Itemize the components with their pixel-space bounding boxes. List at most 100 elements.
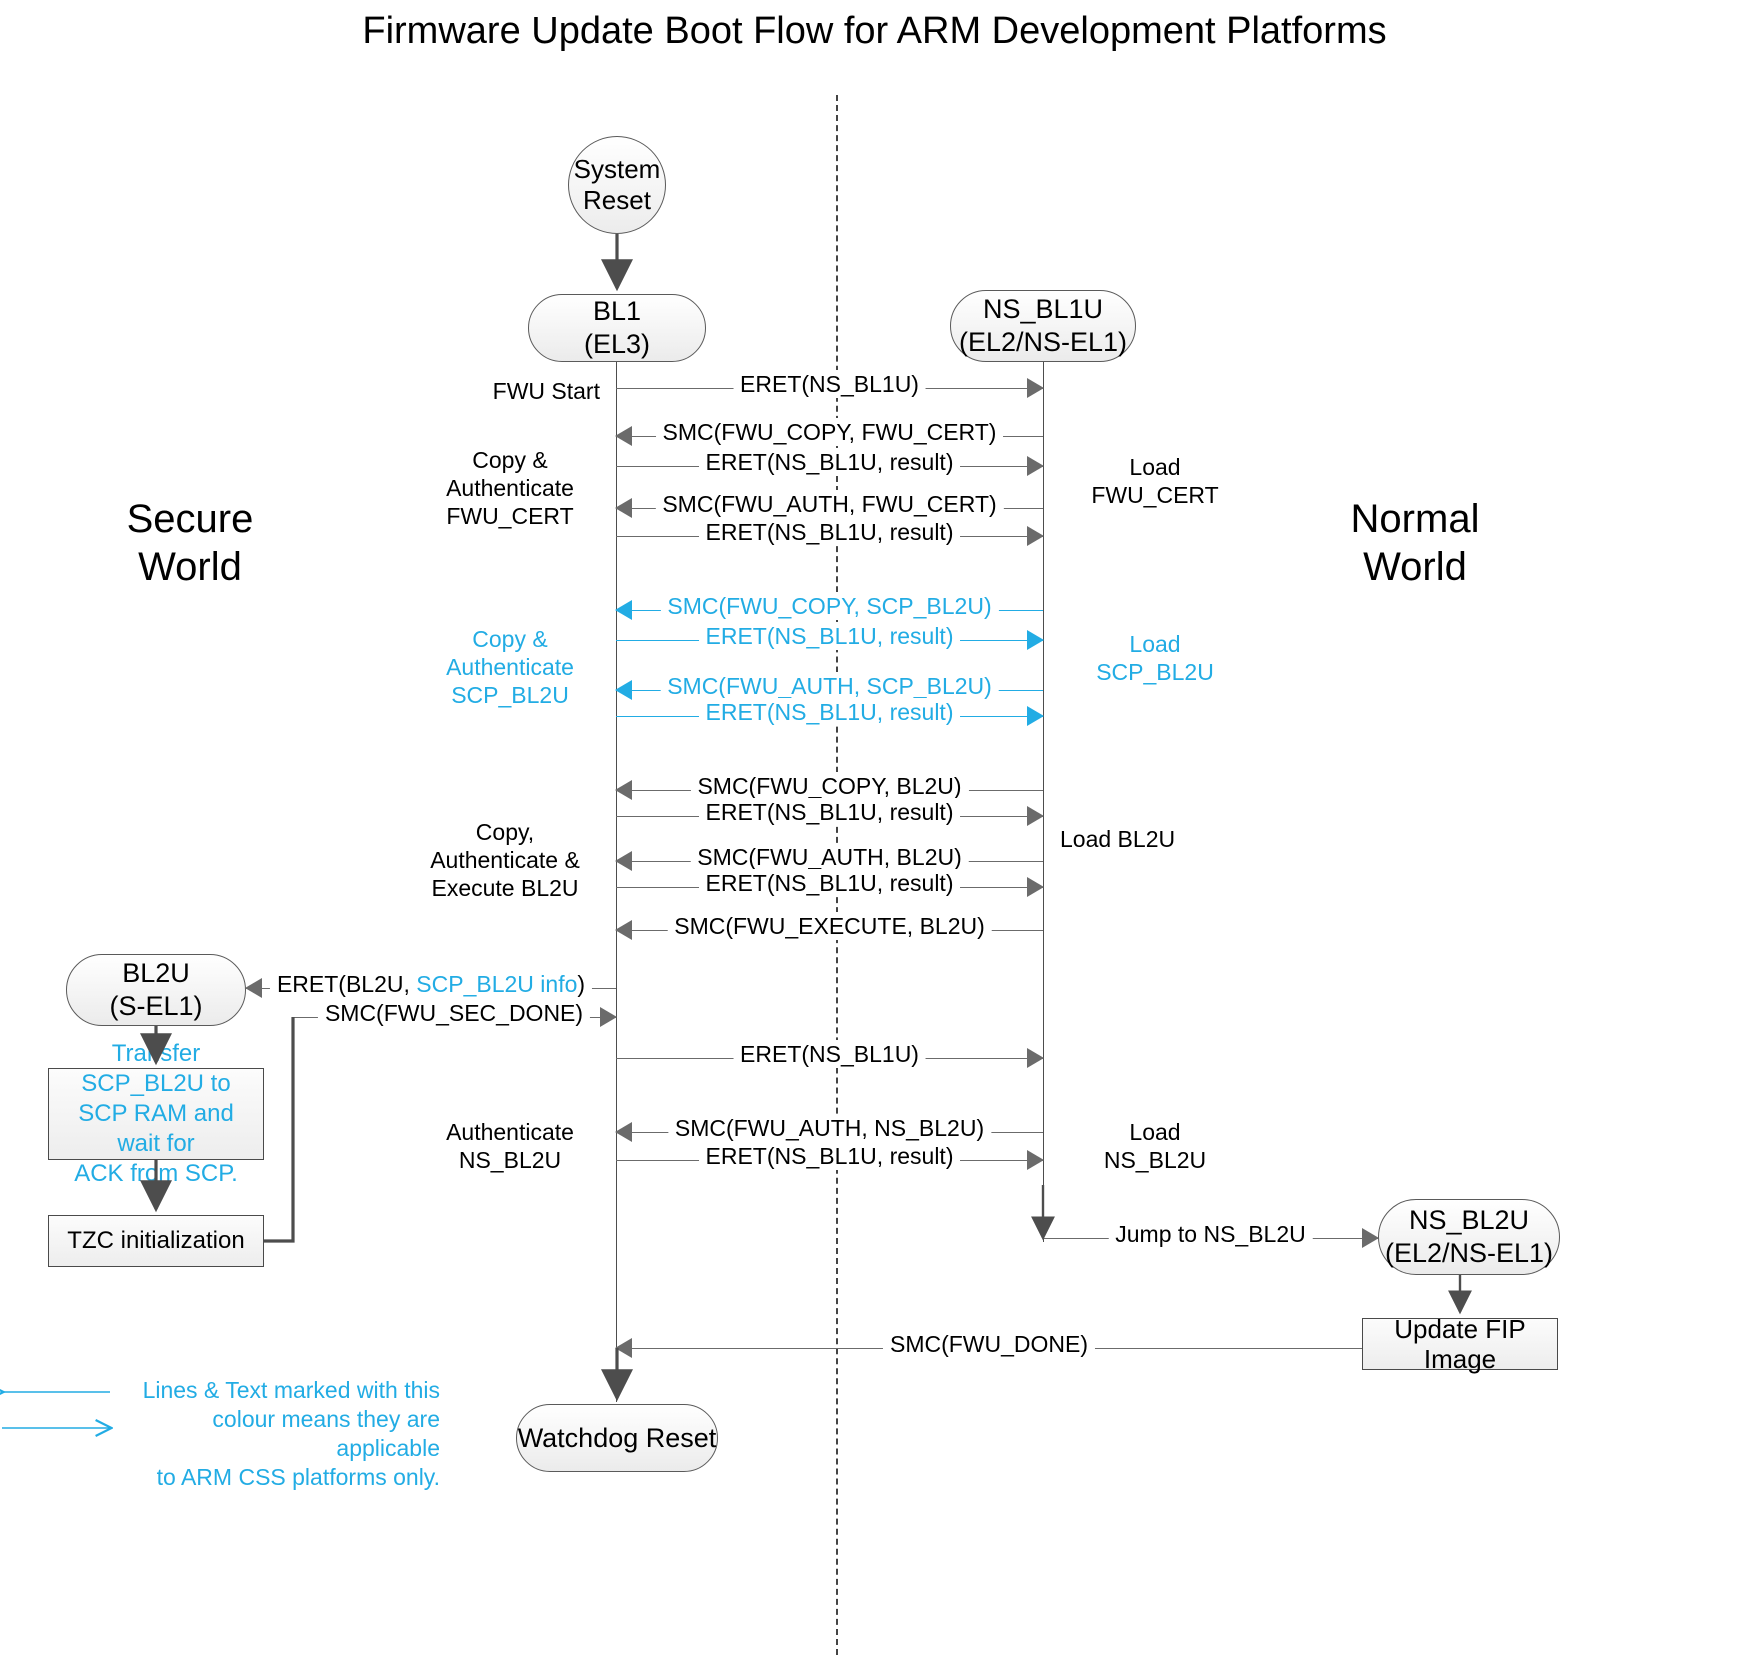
arrow-left-icon bbox=[615, 600, 632, 620]
tzc-label: TZC initialization bbox=[67, 1227, 245, 1254]
box-tzc-initialization: TZC initialization bbox=[48, 1215, 264, 1267]
edge-tzc-to-sec-done bbox=[264, 1017, 295, 1243]
copy-auth-cert-line1: Copy & bbox=[472, 447, 548, 473]
side-label-load-ns-bl2u: Load NS_BL2U bbox=[1060, 1118, 1250, 1174]
arrow-left-icon bbox=[615, 498, 632, 518]
bl2u-line2: (S-EL1) bbox=[109, 991, 203, 1021]
update-fip-label: Update FIP Image bbox=[1394, 1314, 1526, 1374]
node-bl2u[interactable]: BL2U (S-EL1) bbox=[66, 954, 246, 1026]
bl1-line2: (EL3) bbox=[583, 329, 651, 359]
legend-line2: colour means they are applicable bbox=[212, 1406, 440, 1461]
message-label: SMC(FWU_COPY, FWU_CERT) bbox=[655, 418, 1004, 446]
normal-world-line1: Normal bbox=[1350, 497, 1480, 541]
arrow-left-icon bbox=[615, 780, 632, 800]
side-label-copy-auth-fwu-cert: Copy & Authenticate FWU_CERT bbox=[420, 446, 600, 530]
arrow-right-icon bbox=[1027, 1150, 1044, 1170]
copy-auth-cert-line3: FWU_CERT bbox=[446, 503, 574, 529]
copy-auth-scp-line2: Authenticate bbox=[446, 654, 574, 680]
arrow-left-icon bbox=[615, 920, 632, 940]
ns-bl1u-lifeline bbox=[1043, 362, 1044, 1242]
fwu-start-text: FWU Start bbox=[492, 378, 600, 404]
arrow-right-icon bbox=[1027, 456, 1044, 476]
side-label-fwu-start: FWU Start bbox=[420, 377, 600, 405]
transfer-line2: SCP RAM and wait for bbox=[78, 1100, 234, 1157]
side-label-load-bl2u: Load BL2U bbox=[1060, 825, 1250, 853]
side-label-auth-ns-bl2u: Authenticate NS_BL2U bbox=[420, 1118, 600, 1174]
node-ns-bl1u[interactable]: NS_BL1U (EL2/NS-EL1) bbox=[950, 290, 1136, 362]
bl1-lifeline bbox=[616, 362, 617, 1402]
node-bl1[interactable]: BL1 (EL3) bbox=[528, 294, 706, 362]
node-ns-bl2u[interactable]: NS_BL2U (EL2/NS-EL1) bbox=[1378, 1199, 1560, 1275]
ns-bl1u-line2: (EL2/NS-EL1) bbox=[958, 327, 1128, 357]
transfer-line3: ACK from SCP. bbox=[74, 1160, 238, 1187]
message-label: SMC(FWU_DONE) bbox=[882, 1330, 1096, 1358]
message-label: ERET(NS_BL1U, result) bbox=[698, 798, 961, 826]
copy-auth-scp-line1: Copy & bbox=[472, 626, 548, 652]
secure-world-line1: Secure bbox=[126, 497, 254, 541]
page-title: Firmware Update Boot Flow for ARM Develo… bbox=[362, 10, 1387, 52]
message-label: ERET(NS_BL1U, result) bbox=[698, 622, 961, 650]
message-label: ERET(NS_BL1U, result) bbox=[698, 869, 961, 897]
box-update-fip-image: Update FIP Image bbox=[1362, 1314, 1558, 1374]
copy-auth-cert-line2: Authenticate bbox=[446, 475, 574, 501]
auth-ns-bl2u-line2: NS_BL2U bbox=[458, 1147, 562, 1173]
side-label-load-fwu-cert: Load FWU_CERT bbox=[1060, 453, 1250, 509]
ns-bl2u-line1: NS_BL2U bbox=[1408, 1205, 1530, 1235]
load-scp-line2: SCP_BL2U bbox=[1096, 659, 1214, 685]
arrow-left-icon bbox=[615, 851, 632, 871]
legend-line1: Lines & Text marked with this bbox=[142, 1377, 440, 1403]
node-watchdog-reset[interactable]: Watchdog Reset bbox=[516, 1404, 718, 1472]
message-label: SMC(FWU_AUTH, NS_BL2U) bbox=[667, 1114, 992, 1142]
message-label: SMC(FWU_AUTH, FWU_CERT) bbox=[655, 490, 1004, 518]
message-label: SMC(FWU_COPY, SCP_BL2U) bbox=[660, 592, 999, 620]
message-label: Jump to NS_BL2U bbox=[1108, 1220, 1313, 1248]
message-label: ERET(NS_BL1U, result) bbox=[698, 698, 961, 726]
side-label-copy-auth-scp-bl2u: Copy & Authenticate SCP_BL2U bbox=[420, 625, 600, 709]
arrow-right-icon bbox=[1027, 706, 1044, 726]
arrow-left-icon bbox=[615, 426, 632, 446]
arrow-left-icon bbox=[615, 1338, 632, 1358]
message-label: ERET(NS_BL1U, result) bbox=[698, 1142, 961, 1170]
load-scp-line1: Load bbox=[1129, 631, 1181, 657]
load-bl2u-text: Load BL2U bbox=[1060, 826, 1176, 852]
load-fwu-cert-line2: FWU_CERT bbox=[1091, 482, 1219, 508]
transfer-line1: Transfer SCP_BL2U to bbox=[81, 1040, 231, 1097]
watchdog-reset-label: Watchdog Reset bbox=[517, 1422, 717, 1453]
arrow-left-icon bbox=[615, 1122, 632, 1142]
side-label-load-scp-bl2u: Load SCP_BL2U bbox=[1060, 630, 1250, 686]
arrow-left-icon bbox=[615, 680, 632, 700]
arrow-right-icon bbox=[1027, 1048, 1044, 1068]
side-label-copy-exec-bl2u: Copy, Authenticate & Execute BL2U bbox=[410, 818, 600, 902]
copy-exec-line3: Execute BL2U bbox=[431, 875, 579, 901]
load-fwu-cert-line1: Load bbox=[1129, 454, 1181, 480]
message-label: SMC(FWU_AUTH, SCP_BL2U) bbox=[660, 672, 999, 700]
arrow-left-icon bbox=[245, 978, 262, 998]
box-transfer-scp-bl2u: Transfer SCP_BL2U to SCP RAM and wait fo… bbox=[48, 1040, 264, 1187]
ns-bl1u-line1: NS_BL1U bbox=[982, 294, 1104, 324]
copy-exec-line2: Authenticate & bbox=[430, 847, 580, 873]
arrow-right-icon bbox=[600, 1007, 617, 1027]
legend-line3: to ARM CSS platforms only. bbox=[156, 1464, 440, 1490]
arrow-right-icon bbox=[1027, 378, 1044, 398]
load-ns-bl2u-line2: NS_BL2U bbox=[1103, 1147, 1207, 1173]
normal-world-line2: World bbox=[1363, 545, 1467, 589]
message-label: SMC(FWU_EXECUTE, BL2U) bbox=[667, 912, 992, 940]
ns-bl2u-line2: (EL2/NS-EL1) bbox=[1384, 1238, 1554, 1268]
legend-text: Lines & Text marked with this colour mea… bbox=[140, 1376, 440, 1492]
arrow-right-icon bbox=[1362, 1228, 1379, 1248]
message-label: ERET(NS_BL1U, result) bbox=[698, 448, 961, 476]
bl2u-line1: BL2U bbox=[122, 958, 190, 988]
node-system-reset[interactable]: System Reset bbox=[568, 136, 666, 234]
arrow-right-icon bbox=[1027, 877, 1044, 897]
arrow-right-icon bbox=[1027, 526, 1044, 546]
message-label: SMC(FWU_SEC_DONE) bbox=[317, 999, 591, 1027]
system-reset-line2: Reset bbox=[583, 185, 651, 215]
message-label: ERET(BL2U, SCP_BL2U info) bbox=[269, 970, 593, 998]
normal-world-label: Normal World bbox=[1285, 495, 1545, 591]
message-label: ERET(NS_BL1U, result) bbox=[698, 518, 961, 546]
eret-bl2u-pre: ERET(BL2U, bbox=[276, 971, 417, 997]
secure-world-label: Secure World bbox=[60, 495, 320, 591]
copy-exec-line1: Copy, bbox=[475, 819, 535, 845]
arrow-right-icon bbox=[1027, 630, 1044, 650]
